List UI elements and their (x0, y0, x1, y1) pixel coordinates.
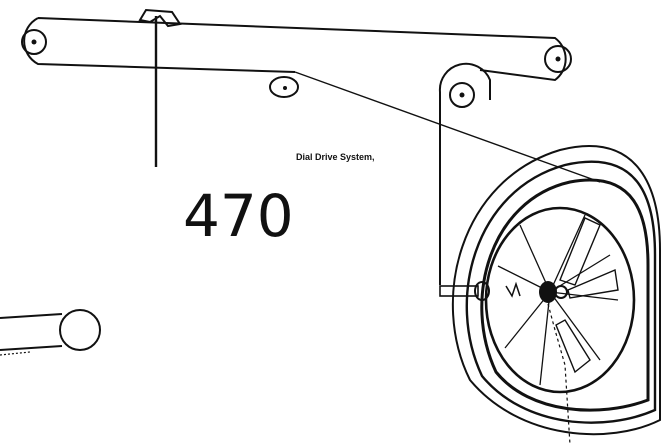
lower-sector-window (555, 319, 591, 374)
lower-left-roller (59, 309, 101, 351)
dial-hub-cap (554, 285, 568, 299)
right-pulley-hub (555, 56, 561, 62)
left-pulley-hub (31, 39, 37, 45)
left-pulley-ring (21, 29, 47, 55)
dial-inner-ring (480, 178, 650, 412)
shaft-collar (474, 281, 490, 301)
shaft-spring (505, 281, 521, 298)
bracket-pulley-ring (449, 82, 475, 108)
dial-hub (539, 281, 557, 303)
dial-middle-ring (465, 160, 657, 424)
lower-left-cord (0, 351, 31, 356)
cord-dashed-path (547, 303, 571, 445)
figure-reference-number: 470 (183, 182, 294, 250)
drive-shaft (439, 285, 479, 297)
drive-cord-upper (294, 71, 601, 183)
upper-arm-outline (23, 17, 567, 82)
right-sector-window (567, 269, 619, 299)
upper-sector-window (559, 217, 601, 286)
center-idler-hub (283, 86, 287, 90)
pointer-clamp (138, 8, 182, 28)
dial-outer-ring (451, 145, 661, 436)
bracket-pulley-hub (459, 92, 465, 98)
dial-spokes (497, 214, 619, 386)
figure-caption: Dial Drive System, (296, 152, 375, 162)
center-idler (269, 76, 299, 98)
lower-left-arm (0, 313, 63, 351)
right-pulley-ring (544, 45, 572, 73)
dial-face (484, 206, 636, 394)
right-bracket (438, 62, 491, 285)
